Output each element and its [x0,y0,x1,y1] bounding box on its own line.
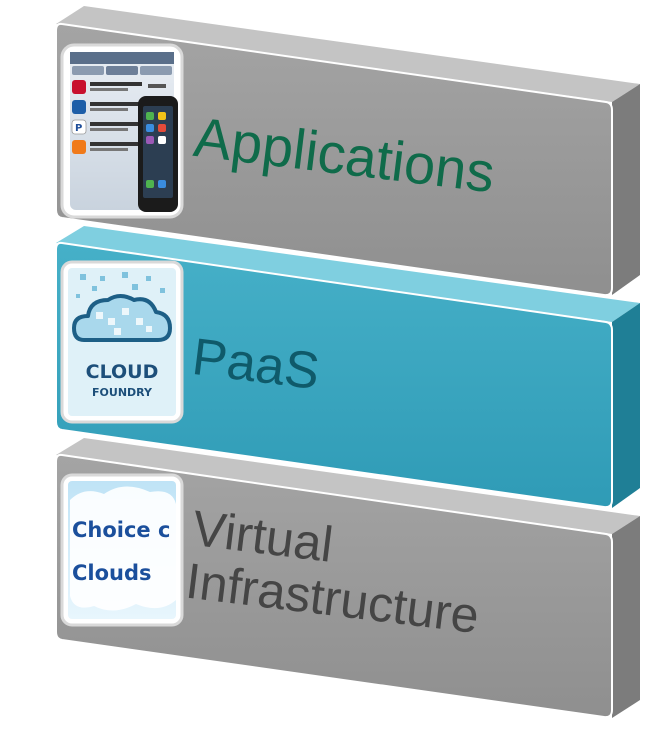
cloud-foundry-logo-icon: CLOUD FOUNDRY [60,260,184,424]
layer-virtual-infrastructure [55,438,640,719]
logo-text-cloud: CLOUD [86,361,159,383]
smartphone-app-list-icon: P [60,43,184,219]
icon-text-choice: Choice c [72,518,170,542]
choice-of-clouds-icon: Choice c Clouds [60,473,184,627]
infrastructure-side-face [612,516,640,718]
paas-side-face [612,303,640,508]
infrastructure-top-face [56,438,640,534]
layer-applications [55,6,640,297]
applications-front-face [55,22,613,297]
layer-paas [55,226,640,509]
infrastructure-front-face [55,453,613,719]
svg-text:P: P [75,123,82,134]
paas-front-face [55,241,613,509]
logo-text-foundry: FOUNDRY [92,386,153,399]
applications-side-face [612,84,640,295]
icon-text-clouds: Clouds [72,561,152,585]
applications-top-face [56,6,640,102]
paas-top-face [56,226,640,322]
